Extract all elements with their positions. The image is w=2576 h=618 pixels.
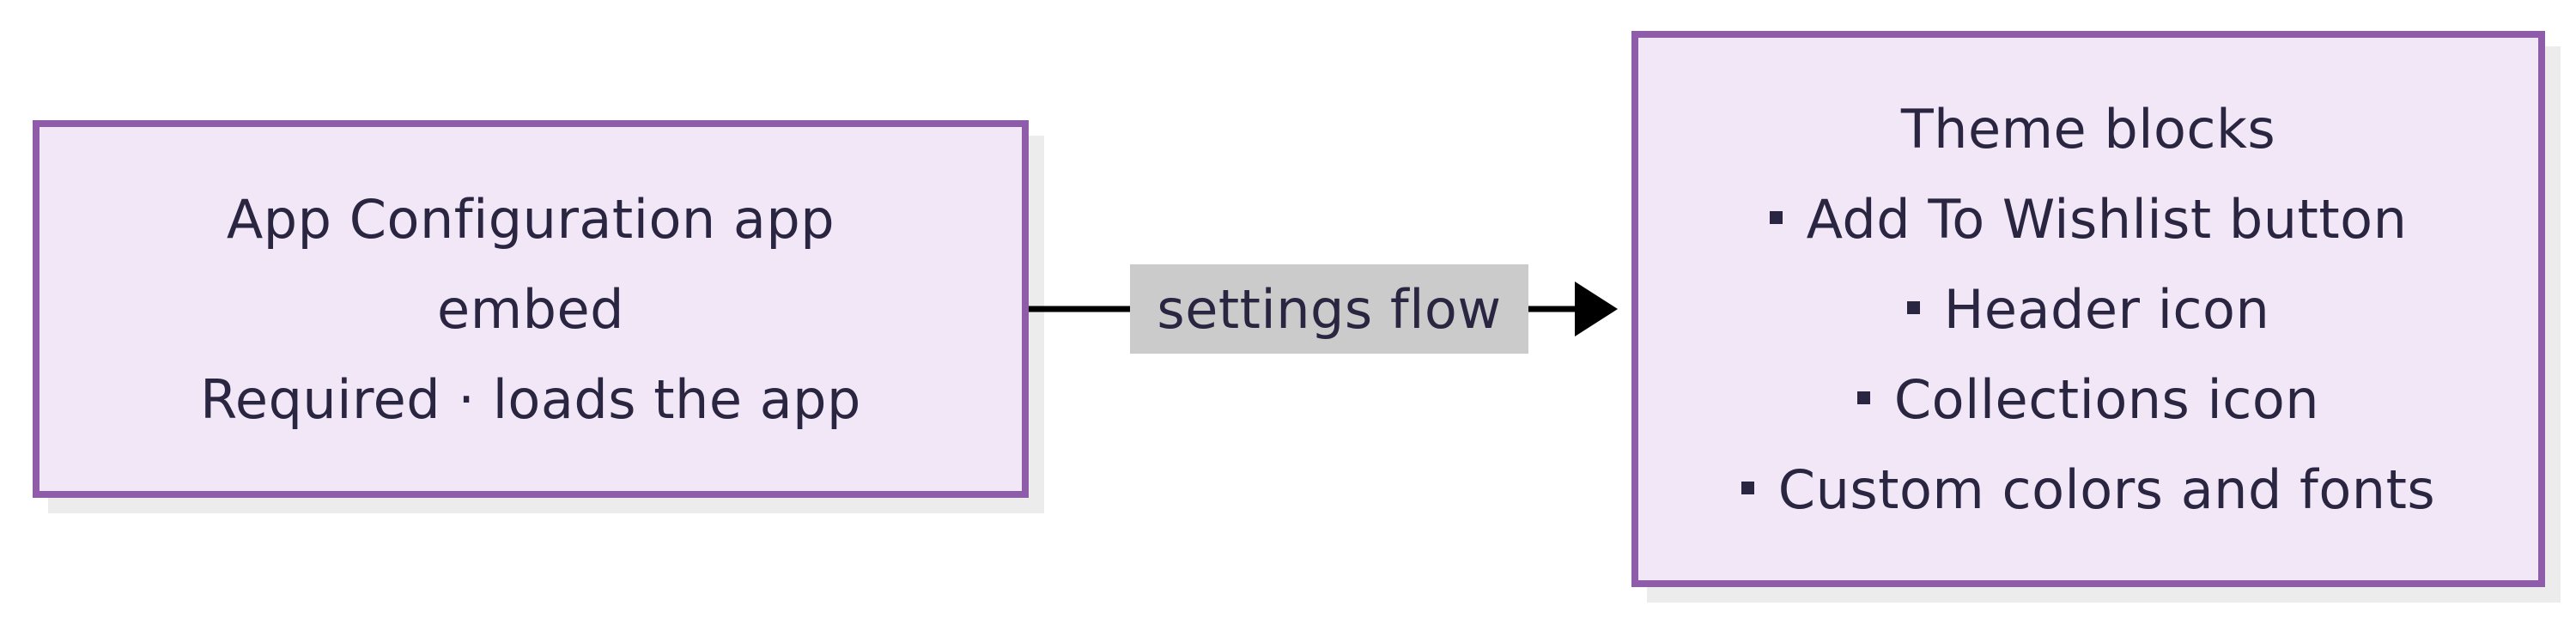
list-item-label: Collections icon (1893, 367, 2320, 431)
bullet-icon (1856, 391, 1870, 404)
target-node-title: Theme blocks (1900, 97, 2276, 161)
source-node-line-2: embed (437, 277, 624, 341)
edge-label: settings flow (1130, 264, 1528, 354)
bullet-icon (1906, 300, 1920, 314)
source-node-line-3: Required · loads the app (200, 367, 861, 431)
list-item: Header icon (1906, 264, 2270, 354)
list-item: Add To Wishlist button (1769, 174, 2408, 264)
list-item-label: Add To Wishlist button (1806, 187, 2408, 251)
list-item-label: Header icon (1943, 277, 2270, 341)
bullet-icon (1769, 210, 1783, 224)
bullet-icon (1741, 481, 1754, 494)
list-item: Collections icon (1856, 354, 2320, 445)
list-item-label: Custom colors and fonts (1777, 457, 2436, 521)
target-node-theme-blocks: Theme blocks Add To Wishlist button Head… (1631, 31, 2545, 587)
source-node-app-embed: App Configuration app embed Required · l… (33, 120, 1029, 498)
arrowhead-icon (1575, 282, 1618, 336)
source-node-line-1: App Configuration app (226, 187, 835, 251)
list-item: Custom colors and fonts (1741, 445, 2435, 535)
